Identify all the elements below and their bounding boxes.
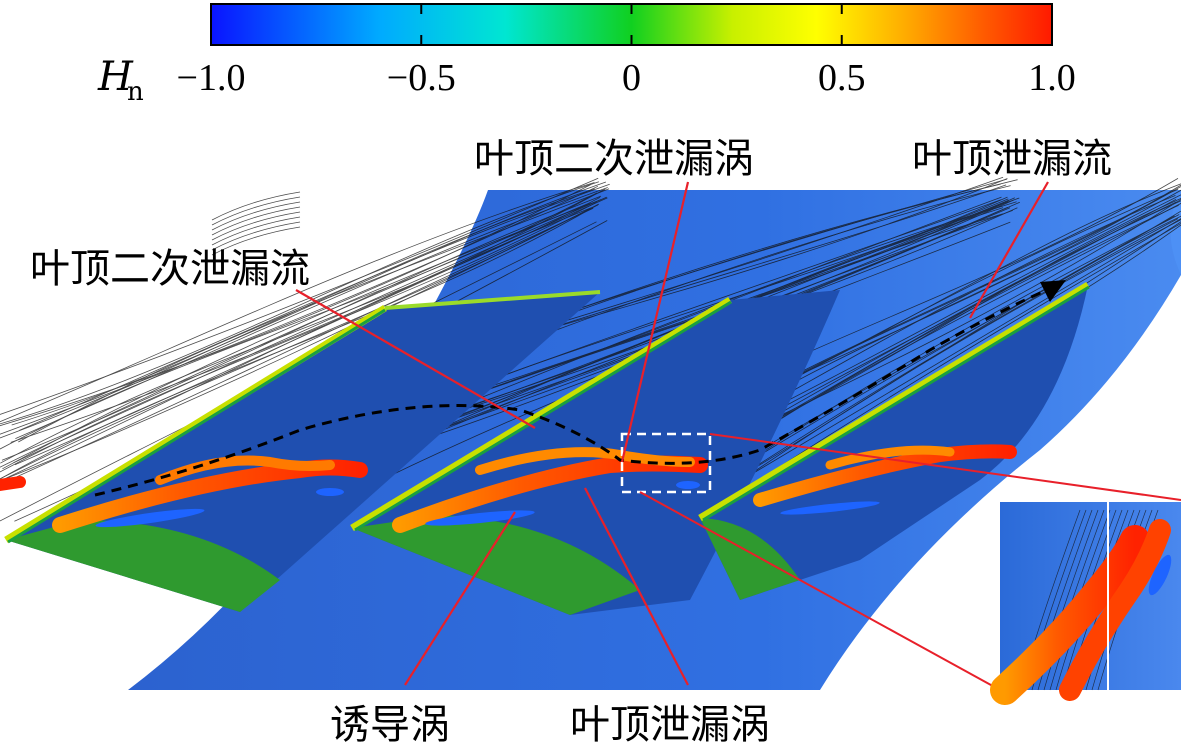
- leader-tip-leakage-vortex: [584, 487, 689, 686]
- streamline: [211, 226, 301, 256]
- streamline: [211, 221, 301, 251]
- colorbar: −1.0 −0.5 0 0.5 1.0 H n: [97, 3, 1076, 107]
- streamline: [19, 183, 610, 431]
- colorbar-tick-label: −1.0: [177, 57, 246, 99]
- streamline: [0, 184, 592, 427]
- leader-induced-vortex: [404, 511, 516, 686]
- streamline: [211, 196, 301, 226]
- colorbar-tick-label: 0.5: [818, 57, 866, 99]
- induced-vortex-right: [780, 501, 880, 515]
- colorbar-variable-subscript: n: [127, 77, 144, 107]
- streamline: [211, 206, 301, 236]
- streamline: [702, 219, 1181, 508]
- induced-vortex-left: [95, 508, 205, 528]
- blade-left: [4, 290, 601, 612]
- label-tip-secondary-leakage-flow: 叶顶二次泄漏流: [30, 246, 310, 292]
- leader-lines: [295, 181, 1049, 686]
- label-tip-leakage-flow: 叶顶泄漏流: [912, 136, 1112, 182]
- zoom-region-box: [620, 432, 712, 494]
- colorbar-tick-label: 1.0: [1028, 57, 1076, 99]
- streamline: [11, 181, 607, 426]
- streamline: [704, 215, 1181, 499]
- streamline: [0, 202, 591, 468]
- leader-tip-secondary-leakage-flow: [295, 289, 536, 429]
- colorbar-variable-label: H: [97, 54, 134, 100]
- streamline: [0, 204, 599, 482]
- streamline: [14, 197, 608, 466]
- vortex-structures: [0, 444, 1017, 533]
- vortex-middle-upper: [475, 447, 695, 475]
- streamline: [0, 192, 598, 450]
- label-tip-leakage-vortex: 叶顶泄漏涡: [570, 702, 770, 748]
- label-induced-vortex: 诱导涡: [330, 702, 450, 748]
- vortex-right: [753, 444, 1017, 507]
- zoom-inset: [990, 502, 1181, 705]
- vortex-left-upper: [155, 455, 335, 485]
- left-edge-red-vortex: [0, 476, 26, 491]
- streamline: [0, 181, 600, 425]
- streamline: [211, 211, 301, 241]
- streamline: [0, 203, 600, 480]
- vortex-right-upper: [825, 445, 955, 470]
- inset-induced-vortex: [1148, 554, 1172, 596]
- streamline: [211, 191, 301, 221]
- label-tip-secondary-leakage-vortex: 叶顶二次泄漏涡: [474, 136, 754, 182]
- streamline: [0, 201, 597, 473]
- flow-arrowhead: [1040, 280, 1066, 302]
- streamline: [211, 201, 301, 231]
- streamline: [18, 188, 610, 443]
- colorbar-tick-label: −0.5: [387, 57, 456, 99]
- small-blue-blob-left: [316, 488, 344, 496]
- streamline: [15, 187, 608, 439]
- induced-vortex-middle: [425, 510, 535, 526]
- inset-vortex-main: [990, 525, 1150, 705]
- colorbar-tick-label: 0: [622, 57, 641, 99]
- streamline: [0, 196, 601, 464]
- streamline: [10, 188, 606, 443]
- zoom-line-bottom: [639, 491, 1001, 691]
- streamline: [211, 216, 301, 246]
- leader-tip-secondary-leakage-vortex: [620, 181, 690, 463]
- streamline: [0, 177, 599, 415]
- leader-tip-leakage-flow: [969, 181, 1049, 319]
- zoom-line-top: [709, 433, 1181, 501]
- flow-path-dashed: [94, 283, 1059, 497]
- colorbar-ticks: −1.0 −0.5 0 0.5 1.0: [177, 4, 1076, 99]
- streamline: [0, 182, 595, 423]
- streamline: [13, 196, 607, 464]
- small-blue-blob-middle: [676, 481, 700, 489]
- inset-vortex-branch: [1059, 519, 1171, 701]
